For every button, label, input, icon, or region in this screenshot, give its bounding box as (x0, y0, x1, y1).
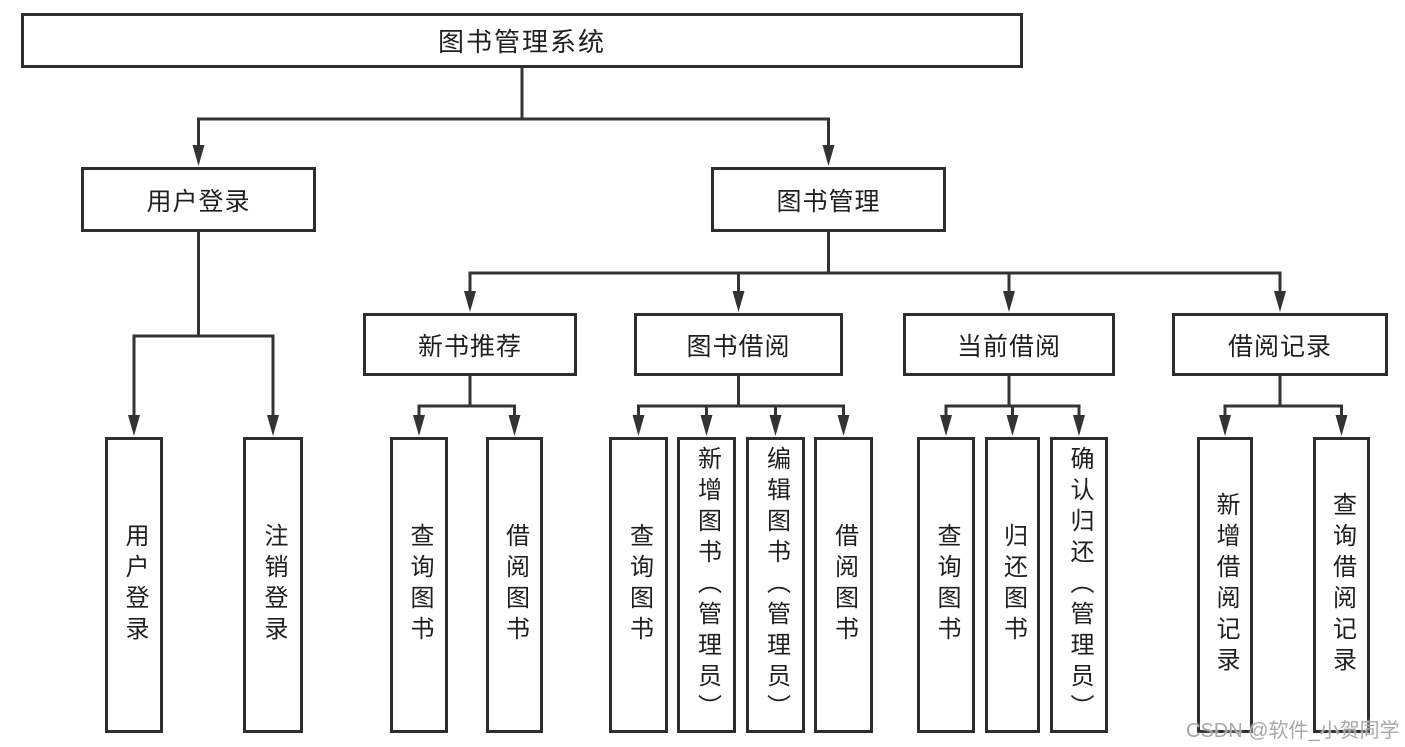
connector-current-borrow-to-leaves (940, 376, 1085, 436)
arrowhead-down-icon (1274, 291, 1286, 312)
node-label: 编辑图书（管理员） (762, 445, 790, 725)
connector-book-mgmt-to-level3 (464, 232, 1286, 312)
arrowhead-down-icon (413, 415, 425, 436)
node-label: 新增图书（管理员） (693, 445, 721, 725)
arrowhead-down-icon (700, 415, 713, 436)
leaf-return-books: 归还图书 (985, 437, 1040, 733)
arrowhead-down-icon (1219, 415, 1231, 436)
connector-root-to-level2 (192, 68, 835, 166)
leaf-query-borrow-record: 查询借阅记录 (1313, 437, 1370, 733)
node-library-management-system: 图书管理系统 (21, 13, 1023, 68)
node-user-login: 用户登录 (81, 167, 316, 232)
leaf-borrow-books: 借阅图书 (814, 437, 873, 733)
node-label: 归还图书 (999, 523, 1027, 647)
node-label: 新书推荐 (417, 332, 522, 361)
node-label: 确认归还（管理员） (1066, 445, 1093, 725)
node-label: 借阅记录 (1227, 332, 1332, 361)
leaf-newbook-query-books: 查询图书 (390, 437, 448, 733)
arrowhead-down-icon (267, 415, 279, 436)
node-label: 用户登录 (146, 187, 251, 216)
leaf-current-query-books: 查询图书 (917, 437, 975, 733)
connector-book-borrow-to-leaves (632, 376, 850, 436)
leaf-logout: 注销登录 (243, 437, 303, 733)
node-label: 图书借阅 (686, 332, 791, 361)
leaf-add-borrow-record: 新增借阅记录 (1197, 437, 1253, 733)
arrowhead-down-icon (1003, 291, 1015, 312)
node-label: 图书管理 (776, 187, 881, 216)
node-label: 查询图书 (933, 523, 960, 647)
arrowhead-down-icon (464, 291, 476, 312)
connector-new-books-to-leaves (413, 376, 521, 436)
node-label: 新增借阅记录 (1212, 492, 1239, 678)
arrowhead-down-icon (508, 415, 521, 436)
node-new-book-recommend: 新书推荐 (363, 313, 577, 376)
connector-borrow-records-to-leaves (1219, 376, 1348, 436)
node-label: 图书管理系统 (437, 27, 606, 57)
csdn-watermark: CSDN @软件_小贺同学 (1186, 720, 1400, 742)
leaf-confirm-return-admin: 确认归还（管理员） (1050, 437, 1108, 733)
arrowhead-down-icon (822, 145, 835, 166)
node-label: 借阅图书 (501, 523, 529, 647)
arrowhead-down-icon (732, 291, 745, 312)
node-label: 查询借阅记录 (1328, 492, 1356, 678)
node-label: 注销登录 (260, 523, 287, 647)
node-label: 查询图书 (625, 523, 653, 647)
arrowhead-down-icon (940, 415, 952, 436)
arrowhead-down-icon (1006, 415, 1019, 436)
arrowhead-down-icon (1073, 415, 1085, 436)
arrowhead-down-icon (837, 415, 850, 436)
leaf-borrow-query-books: 查询图书 (609, 437, 668, 733)
arrowhead-down-icon (632, 415, 645, 436)
arrowhead-down-icon (192, 145, 205, 166)
node-label: 用户登录 (121, 523, 148, 647)
leaf-edit-books-admin: 编辑图书（管理员） (746, 437, 805, 733)
connector-user-login-to-leaves (128, 232, 279, 436)
node-borrow-records: 借阅记录 (1172, 313, 1388, 376)
leaf-user-login: 用户登录 (105, 437, 163, 733)
node-book-management: 图书管理 (711, 167, 946, 232)
node-label: 当前借阅 (956, 332, 1061, 361)
arrowhead-down-icon (769, 415, 782, 436)
node-label: 借阅图书 (830, 523, 858, 647)
node-label: 查询图书 (406, 523, 433, 647)
leaf-newbook-borrow-books: 借阅图书 (486, 437, 543, 733)
node-current-borrowing: 当前借阅 (903, 313, 1115, 376)
arrowhead-down-icon (1335, 415, 1348, 436)
leaf-add-books-admin: 新增图书（管理员） (677, 437, 736, 733)
node-book-borrowing: 图书借阅 (634, 313, 843, 376)
arrowhead-down-icon (128, 415, 140, 436)
